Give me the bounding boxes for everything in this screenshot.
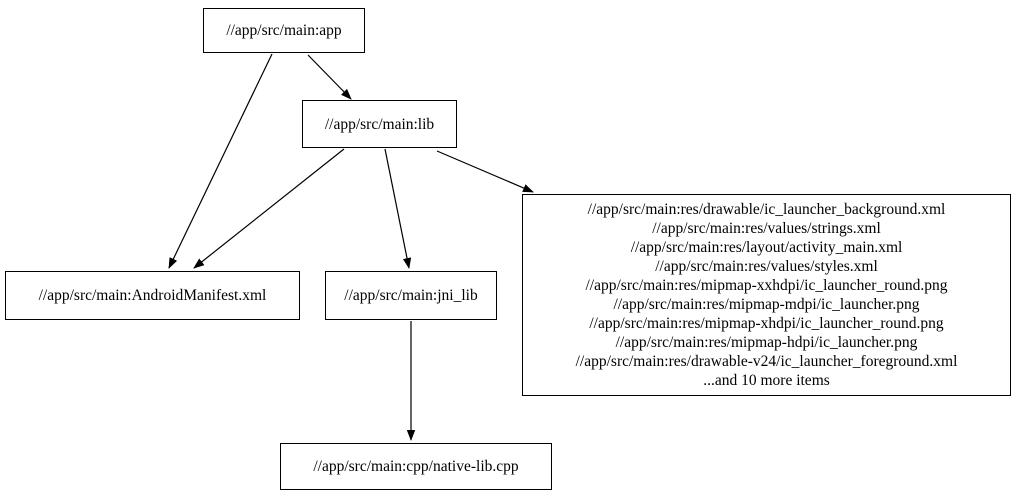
- node-resources-group: //app/src/main:res/drawable/ic_launcher_…: [522, 194, 1011, 396]
- edge-app-to-lib: [307, 54, 352, 100]
- edge-lib-to-manifest: [193, 148, 345, 269]
- node-lib-target: //app/src/main:lib: [302, 100, 457, 148]
- resource-line: //app/src/main:res/values/strings.xml: [652, 220, 881, 237]
- edge-app-to-manifest: [168, 53, 273, 269]
- node-native-lib-cpp: //app/src/main:cpp/native-lib.cpp: [280, 443, 552, 490]
- edge-lib-to-jni-lib: [384, 148, 412, 269]
- node-label: //app/src/main:AndroidManifest.xml: [38, 287, 267, 304]
- resource-line: //app/src/main:res/mipmap-xhdpi/ic_launc…: [589, 315, 944, 332]
- node-app-target: //app/src/main:app: [203, 8, 365, 53]
- resource-line: //app/src/main:res/mipmap-mdpi/ic_launch…: [613, 296, 920, 313]
- node-label: //app/src/main:jni_lib: [344, 287, 478, 304]
- resource-line: //app/src/main:res/layout/activity_main.…: [630, 239, 903, 256]
- node-label: //app/src/main:lib: [324, 115, 435, 133]
- node-label: //app/src/main:app: [226, 22, 342, 39]
- edge-lib-to-resources: [436, 150, 534, 193]
- node-android-manifest: //app/src/main:AndroidManifest.xml: [5, 271, 300, 320]
- resource-line-more: ...and 10 more items: [703, 372, 830, 389]
- resource-line: //app/src/main:res/drawable-v24/ic_launc…: [575, 353, 958, 370]
- resource-line: //app/src/main:res/values/styles.xml: [655, 258, 878, 275]
- resource-line: //app/src/main:res/mipmap-xxhdpi/ic_laun…: [585, 277, 948, 294]
- node-jni-lib-target: //app/src/main:jni_lib: [325, 271, 497, 320]
- resource-line: //app/src/main:res/mipmap-hdpi/ic_launch…: [615, 334, 918, 351]
- node-label: //app/src/main:cpp/native-lib.cpp: [313, 458, 519, 475]
- resource-line: //app/src/main:res/drawable/ic_launcher_…: [587, 201, 946, 218]
